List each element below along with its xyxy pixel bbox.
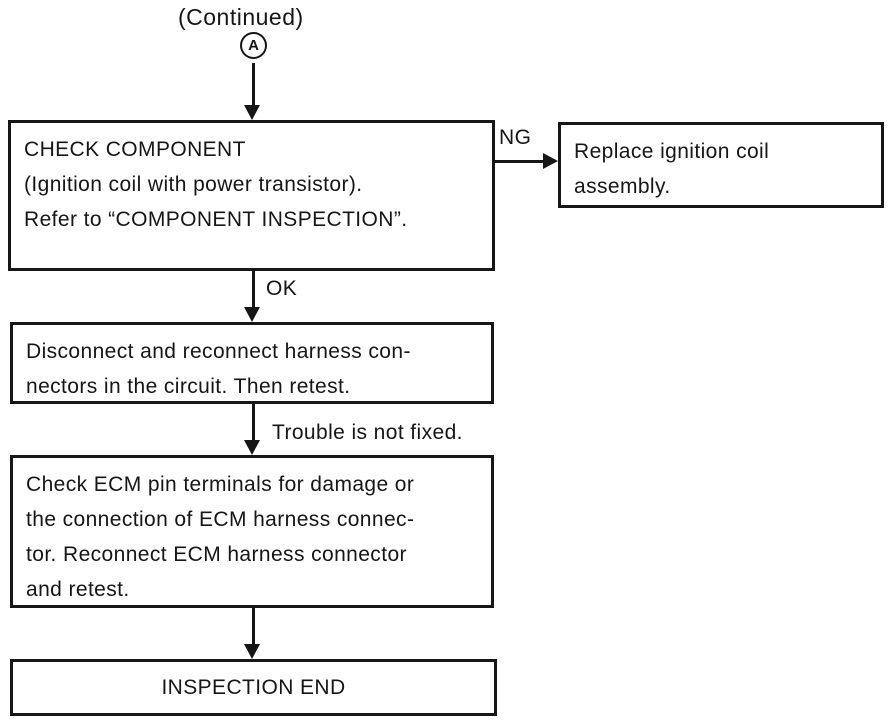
node-reconnect-harness-line: Disconnect and reconnect harness con-: [26, 340, 411, 363]
node-check-ecm-line: and retest.: [26, 578, 130, 601]
node-replace-coil: Replace ignition coil assembly.: [558, 122, 884, 208]
node-check-ecm-line: tor. Reconnect ECM harness connector: [26, 543, 407, 566]
node-check-component-line: CHECK COMPONENT: [24, 138, 246, 161]
continued-label: (Continued): [178, 4, 304, 30]
edge-label-trouble-not-fixed: Trouble is not fixed.: [272, 421, 463, 444]
connector-a-label: A: [248, 37, 259, 54]
edge-ok-line: [252, 271, 255, 309]
edge-label-ok: OK: [266, 277, 298, 300]
edge-ng-line: [495, 160, 545, 163]
connector-a-badge: A: [240, 32, 267, 59]
edge-trouble-line: [252, 404, 255, 442]
node-inspection-end: INSPECTION END: [10, 659, 497, 716]
node-check-ecm: Check ECM pin terminals for damage or th…: [10, 455, 494, 608]
node-inspection-end-line: INSPECTION END: [161, 676, 346, 699]
node-check-component: CHECK COMPONENT (Ignition coil with powe…: [8, 120, 495, 271]
node-replace-coil-line: Replace ignition coil: [574, 140, 770, 163]
node-reconnect-harness: Disconnect and reconnect harness con- ne…: [10, 322, 494, 404]
node-replace-coil-line: assembly.: [574, 175, 671, 198]
node-reconnect-harness-line: nectors in the circuit. Then retest.: [26, 375, 351, 398]
edge-label-ng: NG: [499, 126, 532, 149]
edge-end-line: [252, 608, 255, 646]
edge-end-arrowhead-icon: [244, 644, 260, 659]
edge-ok-arrowhead-icon: [244, 307, 260, 322]
edge-a-to-check-arrowhead-icon: [244, 105, 260, 120]
node-check-component-line: Refer to “COMPONENT INSPECTION”.: [24, 208, 408, 231]
edge-a-to-check-line: [252, 63, 255, 106]
edge-ng-arrowhead-icon: [543, 153, 558, 169]
edge-trouble-arrowhead-icon: [244, 440, 260, 455]
node-check-ecm-line: the connection of ECM harness connec-: [26, 508, 415, 531]
node-check-component-line: (Ignition coil with power transistor).: [24, 173, 363, 196]
node-check-ecm-line: Check ECM pin terminals for damage or: [26, 473, 415, 496]
